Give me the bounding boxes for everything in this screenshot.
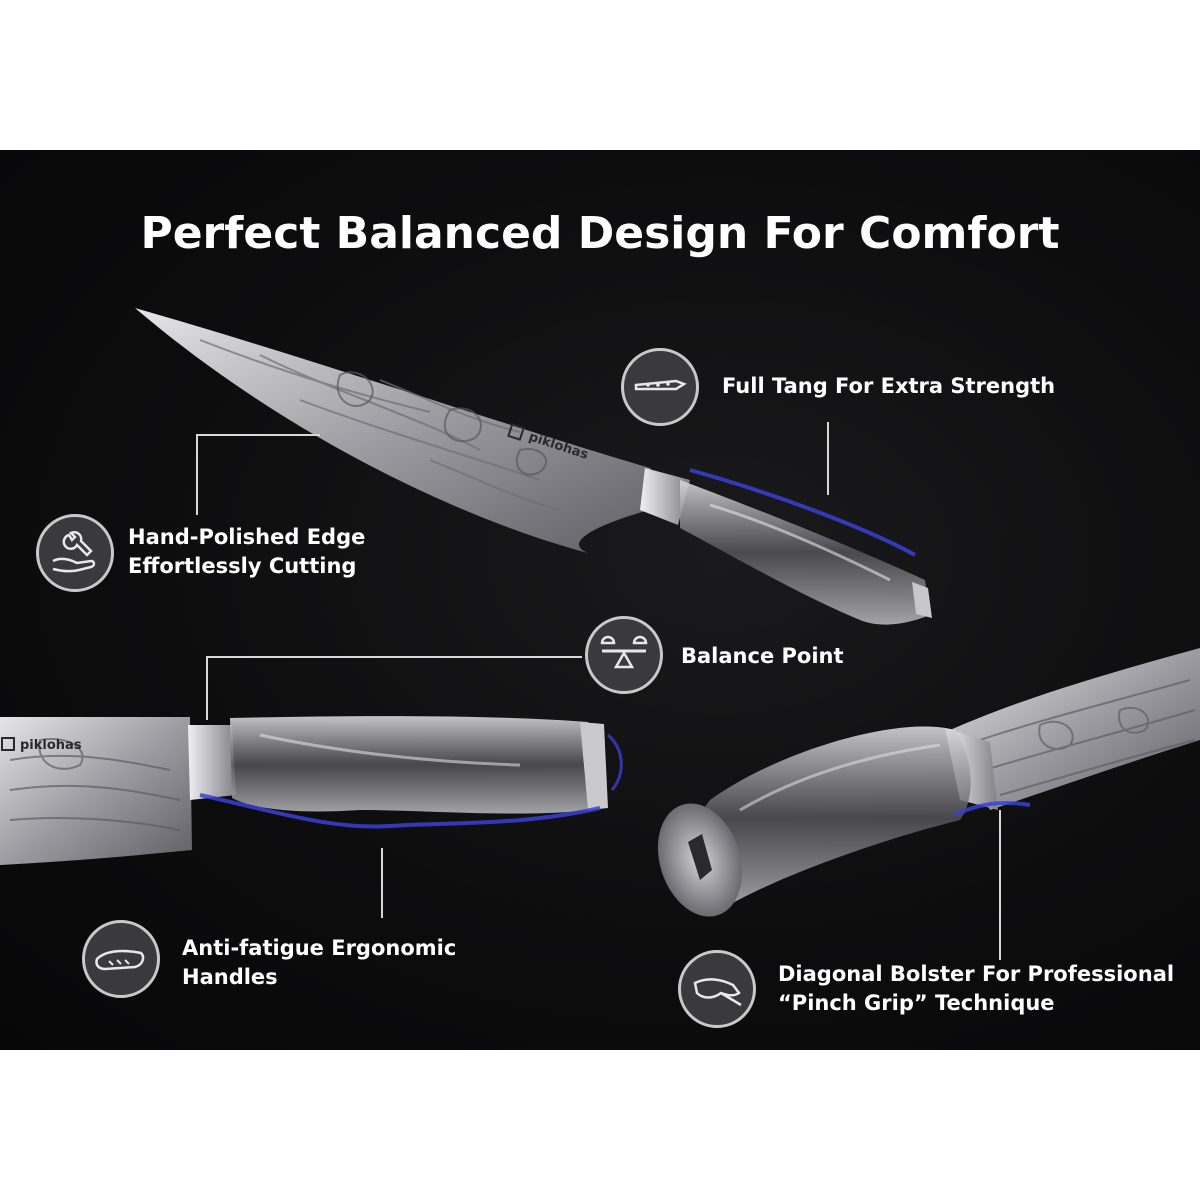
- bolster-line-1: Diagonal Bolster For Professional: [778, 962, 1175, 986]
- handle-label: Anti-fatigue Ergonomic Handles: [182, 934, 456, 992]
- chef-knife-top: [135, 308, 932, 625]
- headline: Perfect Balanced Design For Comfort: [140, 208, 1060, 259]
- balance-line-1: Balance Point: [681, 644, 844, 668]
- edge-callout-line: [196, 434, 320, 515]
- pinch-grip-icon: [678, 950, 756, 1028]
- hand-wrench-icon: [36, 514, 114, 592]
- brand-text-left: piklohas: [20, 738, 82, 753]
- brand-logo-left: piklohas: [1, 737, 82, 753]
- chef-knife-right: [657, 648, 1200, 917]
- full-tang-label: Full Tang For Extra Strength: [722, 372, 1055, 401]
- knife-illustrations: piklohas piklohas: [0, 308, 1200, 960]
- balance-label: Balance Point: [681, 642, 844, 671]
- bolster-label: Diagonal Bolster For Professional “Pinch…: [778, 960, 1174, 1018]
- chef-knife-left: [0, 716, 623, 865]
- edge-line-2: Effortlessly Cutting: [128, 554, 357, 578]
- bolster-line-2: “Pinch Grip” Technique: [778, 991, 1055, 1015]
- balance-scale-icon: [585, 616, 663, 694]
- handle-line-1: Anti-fatigue Ergonomic: [182, 936, 457, 960]
- handle-line-2: Handles: [182, 965, 278, 989]
- edge-line-1: Hand-Polished Edge: [128, 525, 366, 549]
- balance-callout-line: [206, 656, 582, 720]
- full-tang-icon: [621, 348, 699, 426]
- edge-label: Hand-Polished Edge Effortlessly Cutting: [128, 523, 365, 581]
- full-tang-line-1: Full Tang For Extra Strength: [722, 374, 1056, 398]
- dark-feature-panel: piklohas piklohas Perfect Balanced Desig…: [0, 150, 1200, 1050]
- callout-lines: [196, 422, 1001, 960]
- hand-grip-icon: [82, 920, 160, 998]
